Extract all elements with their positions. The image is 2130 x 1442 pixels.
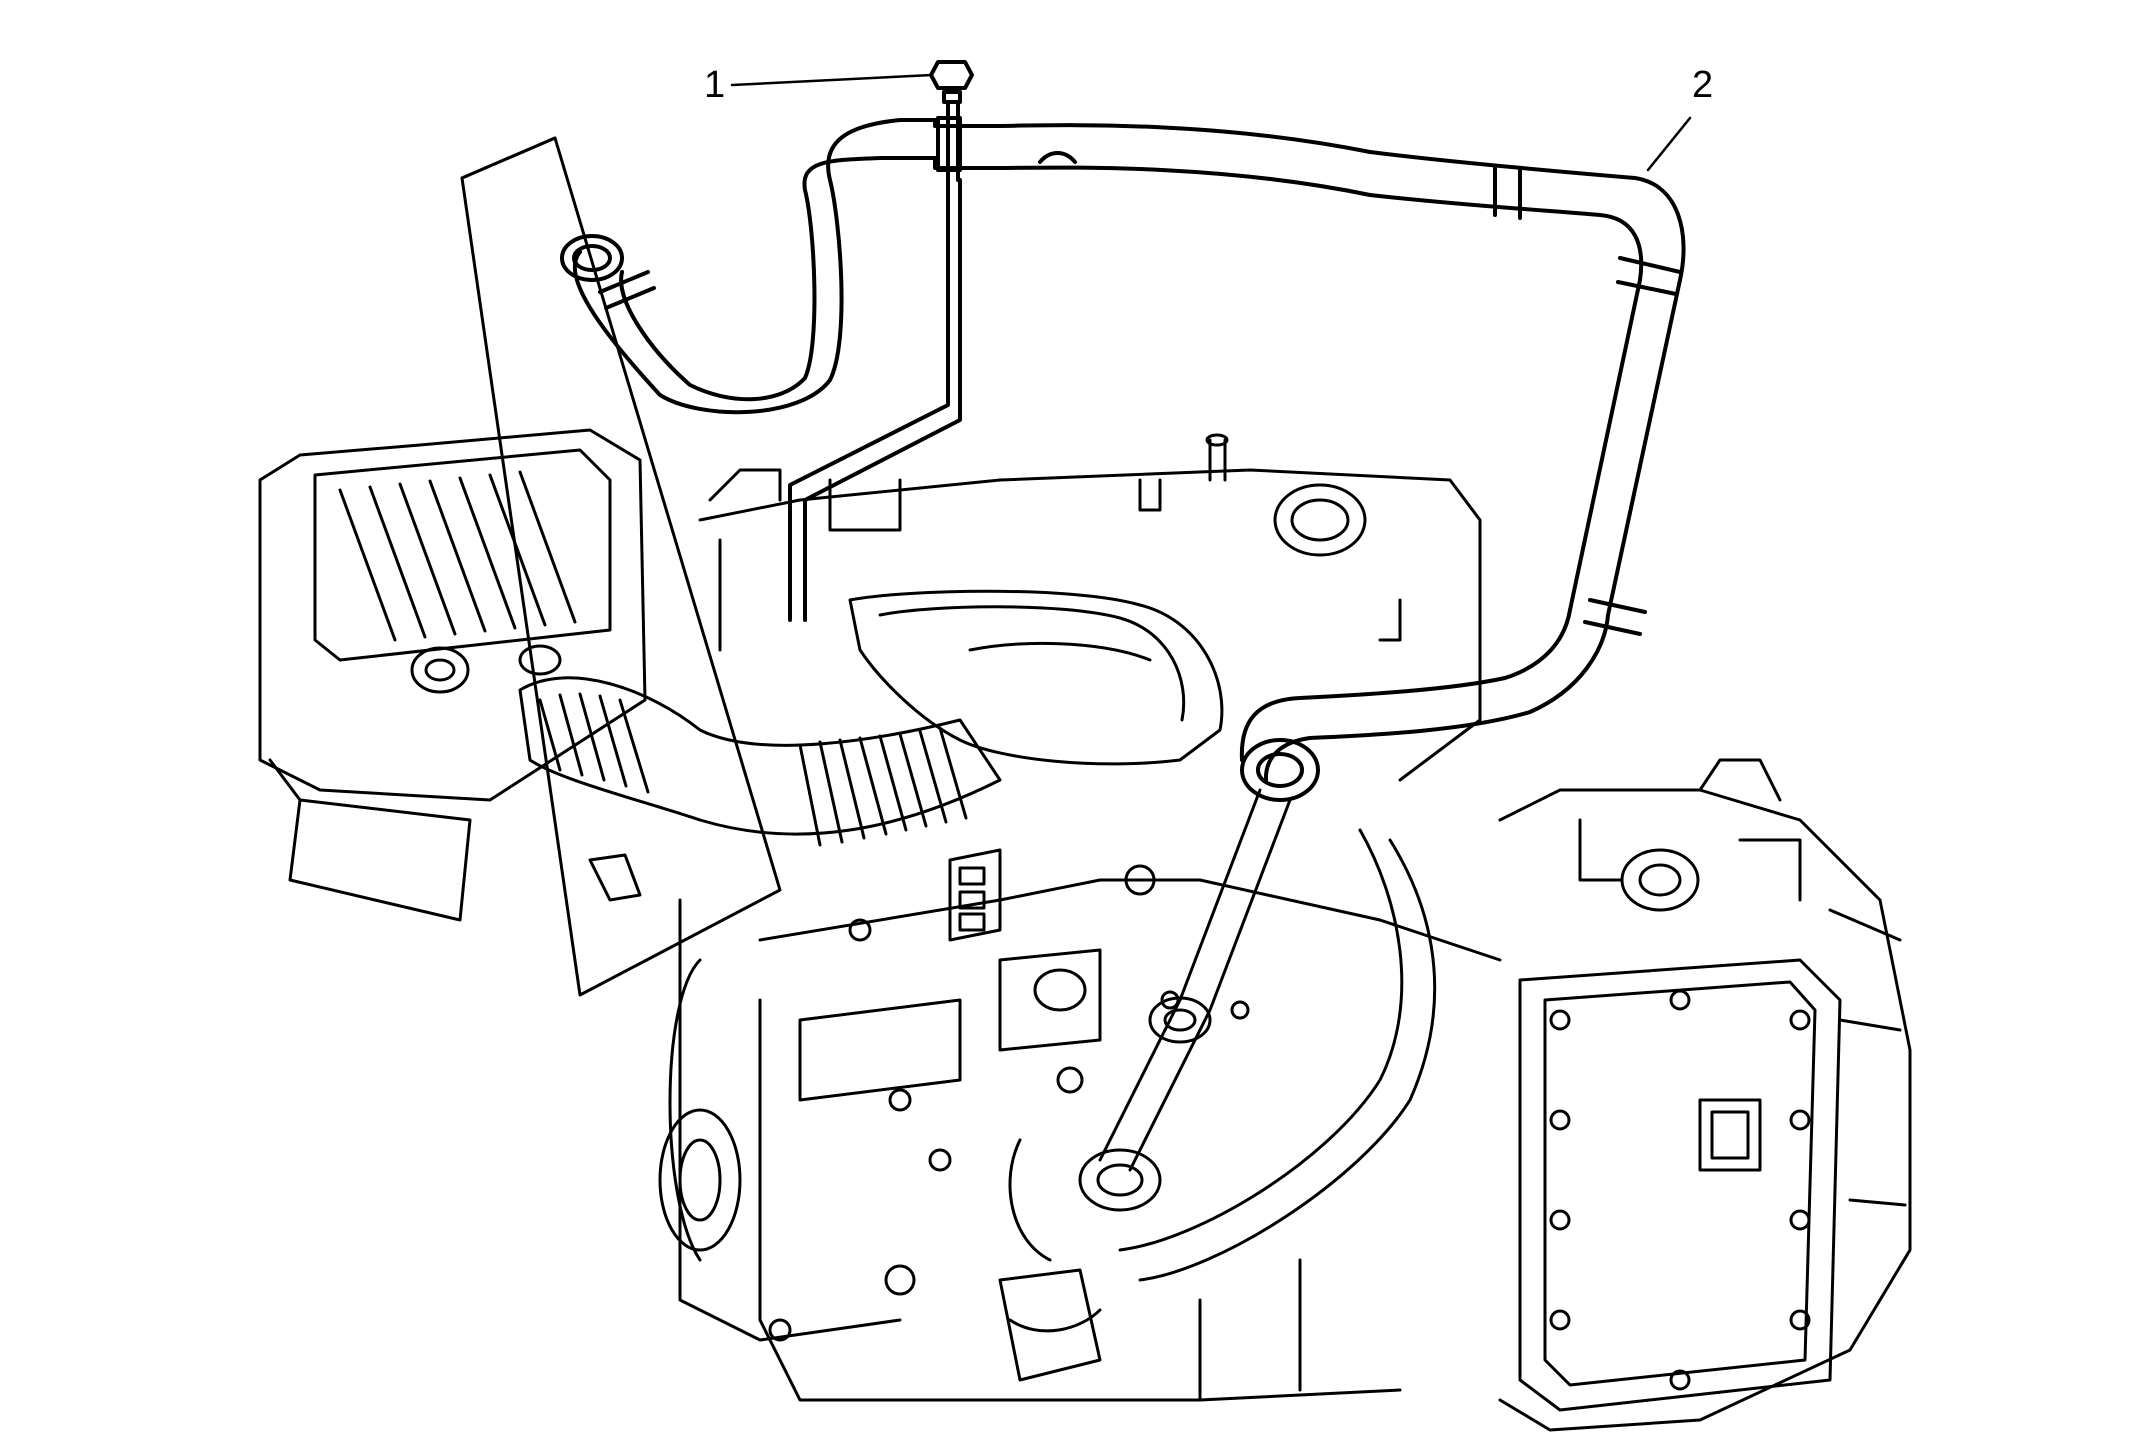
detail-callout-box: [460, 136, 782, 997]
intake-duct: [518, 676, 1002, 902]
hose-assembly: [560, 116, 1686, 802]
air-cleaner-housing: [258, 428, 647, 922]
transmission: [1498, 758, 1912, 1432]
callout-2-leader: [1646, 116, 1692, 172]
callout-1-leader: [730, 73, 934, 87]
callout-leaders: [730, 73, 1692, 172]
engine-block: [658, 433, 1502, 1402]
hose-fitting-left: [560, 234, 624, 282]
bolt: [788, 60, 974, 622]
air-inlet-resonator: [848, 589, 1224, 766]
callout-label-1: 1: [704, 64, 726, 106]
callout-label-2: 2: [1692, 64, 1714, 106]
hose-fitting-right: [1240, 738, 1320, 802]
